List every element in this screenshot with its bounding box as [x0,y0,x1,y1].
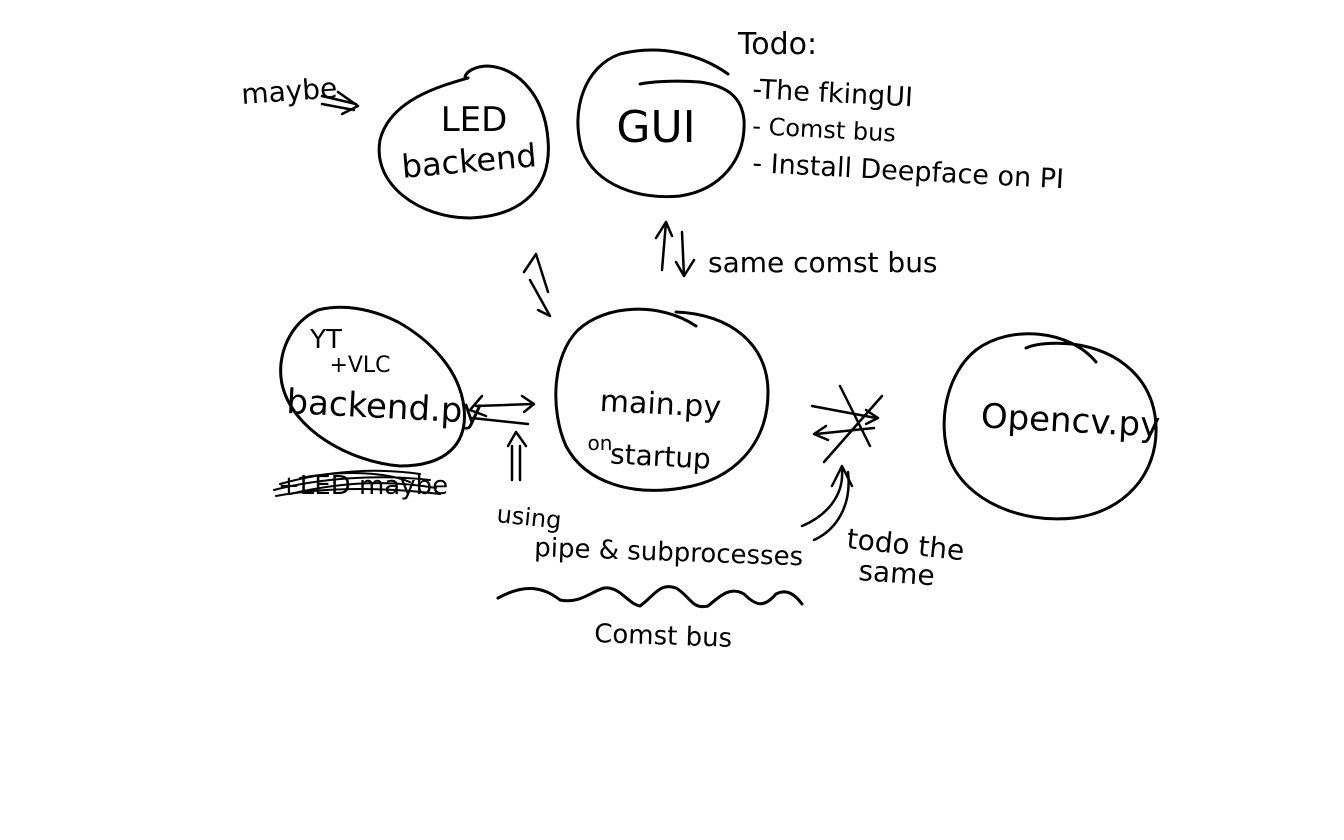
gui-label: GUI [616,102,695,153]
led-main-arrows [522,252,552,318]
main-node: main.py on startup [554,307,770,492]
led-label-line2: backend [400,136,538,186]
led-label-line1: LED [441,100,508,140]
yt-label-line2: +VLC [329,353,390,378]
todo-item-3: - Install Deepface on PI [752,148,1065,195]
comst-bus-text: Comst bus [594,619,733,654]
opencv-node: Opencv.py [942,332,1161,521]
yt-label-line1: YT [309,325,342,355]
todo-title: Todo: [737,27,817,62]
gui-node: GUI [576,48,746,199]
yt-main-arrows [468,394,536,426]
main-label-line3: startup [609,437,711,475]
maybe-arrow-head [336,90,360,116]
same-bus-text: same comst bus [708,246,938,279]
using-text: using [495,500,562,535]
pipe-text: pipe & subprocesses [534,533,804,572]
opencv-label: Opencv.py [980,396,1161,445]
gui-main-arrows: same comst bus [654,220,938,279]
yt-backend-node: YT +VLC backend.py [279,305,484,468]
todo-item-2: - Comst bus [752,112,897,147]
wavy-bus-line [496,585,804,609]
todo-list: Todo: -The fkingUI - Comst bus - Install… [737,27,1065,195]
pipe-annotation: pipe & subprocesses Comst bus [496,533,804,654]
led-backend-node: LED backend [377,64,550,220]
todo-item-1: -The fkingUI [752,74,914,113]
main-opencv-crossed-arrows [810,384,884,464]
maybe-annotation: maybe [240,71,360,116]
maybe-arrow-shaft [320,94,358,106]
maybe-arrow-shaft-2 [320,102,356,112]
main-label-line2: on [588,431,613,455]
main-label-line1: main.py [599,384,722,425]
todo-same-annotation: todo the same [800,464,966,592]
using-arrow: using [495,430,563,535]
yt-label-line3: backend.py [286,382,484,432]
crossed-out-note: +LED maybe [273,469,448,501]
todo-same-line2: same [858,554,936,592]
